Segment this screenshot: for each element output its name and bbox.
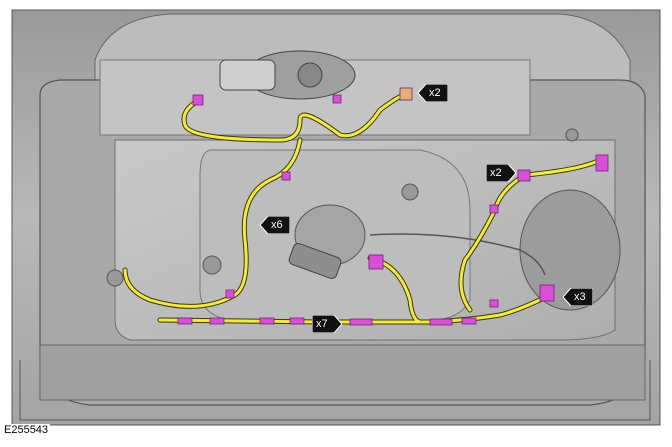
- arrow-right-icon: [486, 164, 516, 182]
- callout-x2-upper: x2: [418, 84, 448, 102]
- callout-x6: x6: [260, 216, 290, 234]
- connectors: [177, 87, 609, 326]
- arrow-right-icon: [312, 315, 342, 333]
- arrow-left-icon: [563, 288, 593, 306]
- figure-id: E255543: [2, 424, 51, 436]
- callout-x7: x7: [312, 315, 342, 333]
- callout-x2-right: x2: [486, 164, 516, 182]
- arrow-left-icon: [260, 216, 290, 234]
- callout-label: x3: [574, 291, 586, 303]
- callout-label: x7: [316, 318, 328, 330]
- callout-x3: x3: [563, 288, 593, 306]
- arrow-left-icon: [418, 84, 448, 102]
- callout-label: x6: [271, 219, 283, 231]
- callout-label: x2: [429, 87, 441, 99]
- callout-label: x2: [490, 167, 502, 179]
